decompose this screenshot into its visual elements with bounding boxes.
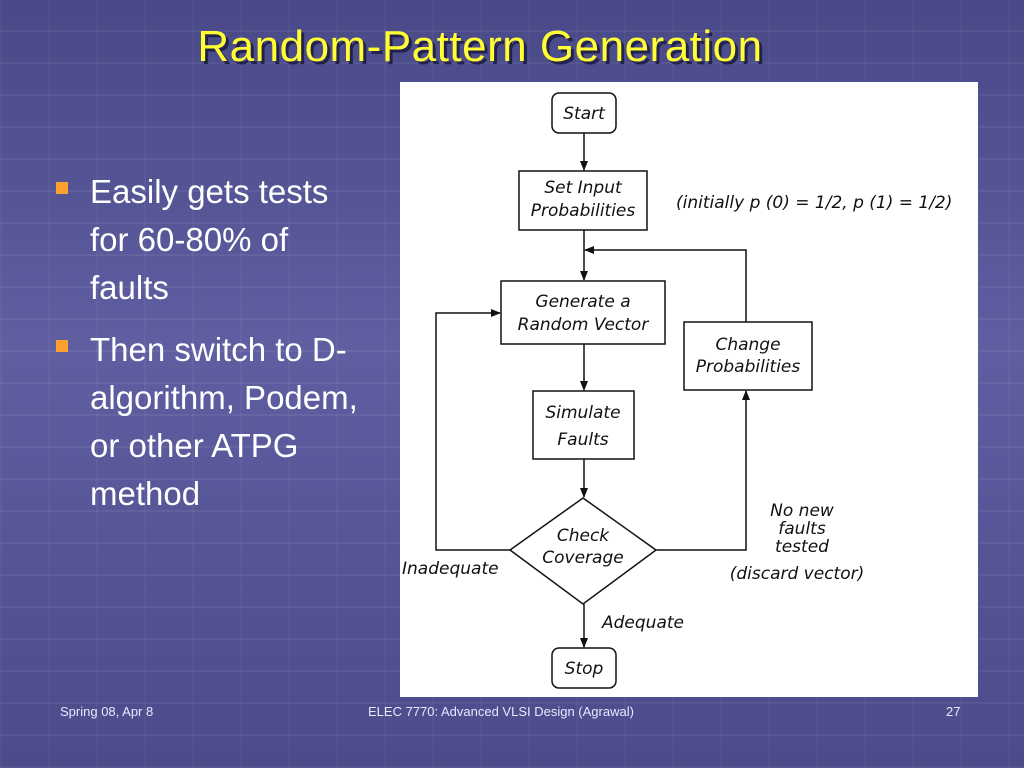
no-new-faults-label-line3: tested [775, 537, 829, 557]
change-label-line1: Change [715, 335, 780, 355]
set-input-label-line2: Probabilities [531, 201, 636, 221]
initial-probability-note: (initially p (0) = 1/2, p (1) = 1/2) [676, 193, 952, 213]
bullet-item: Easily gets tests for 60-80% of faults [52, 168, 362, 312]
bullet-item: Then switch to D-algorithm, Podem, or ot… [52, 326, 362, 518]
generate-vector-node [500, 280, 666, 345]
edge-inadequate-loop [435, 309, 510, 551]
no-new-faults-label-line1: No new [770, 501, 834, 521]
generate-label-line2: Random Vector [518, 315, 650, 335]
square-bullet-icon [56, 340, 68, 352]
footer-course: ELEC 7770: Advanced VLSI Design (Agrawal… [368, 704, 634, 719]
no-new-faults-label-line2: faults [778, 519, 826, 539]
simulate-label-line2: Faults [557, 430, 608, 450]
bullet-text: Easily gets tests for 60-80% of faults [90, 173, 329, 306]
flowchart-svg: Start Set Input Probabilities (initially… [402, 92, 952, 689]
adequate-label: Adequate [601, 613, 684, 633]
footer-date: Spring 08, Apr 8 [60, 704, 154, 719]
change-label-line2: Probabilities [696, 357, 801, 377]
bullet-list: Easily gets tests for 60-80% of faults T… [52, 168, 362, 532]
generate-label-line1: Generate a [535, 292, 630, 312]
check-coverage-decision [508, 497, 658, 605]
square-bullet-icon [56, 182, 68, 194]
stop-label: Stop [565, 659, 604, 679]
start-label: Start [563, 104, 606, 124]
check-label-line2: Coverage [542, 548, 623, 568]
stop-node [551, 647, 617, 689]
flowchart-figure: Start Set Input Probabilities (initially… [400, 82, 978, 697]
inadequate-label: Inadequate [402, 559, 499, 579]
discard-vector-label: (discard vector) [730, 564, 865, 584]
slide-title: Random-Pattern Generation [197, 22, 763, 71]
edge-change-to-generate-loop [584, 246, 747, 322]
simulate-label-line1: Simulate [545, 403, 620, 423]
edge-no-new-faults-to-change [656, 390, 750, 551]
bullet-text: Then switch to D-algorithm, Podem, or ot… [90, 331, 358, 512]
change-probabilities-node [683, 321, 813, 391]
set-input-node [518, 170, 648, 231]
set-input-label-line1: Set Input [544, 178, 623, 198]
check-label-line1: Check [557, 526, 610, 546]
footer-page-number: 27 [946, 704, 961, 719]
